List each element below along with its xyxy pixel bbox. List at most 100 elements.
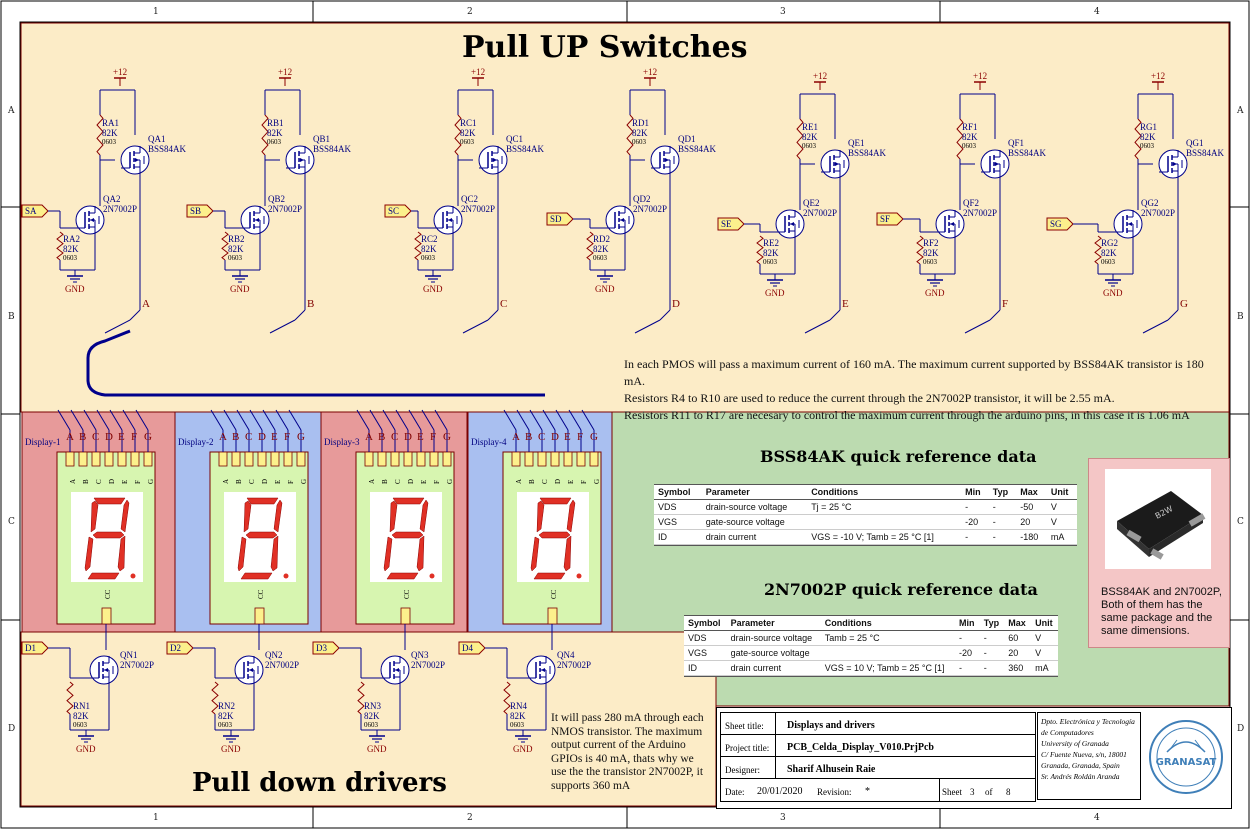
pd-res-ref-4: RN4 (510, 701, 528, 711)
port-sa[interactable] (21, 204, 49, 218)
display-4-net-b: B (525, 431, 532, 443)
pwr-label-f: +12 (973, 71, 987, 81)
display-1-net-f: F (131, 431, 137, 443)
pd-res-pkg-4: 0603 (510, 721, 525, 729)
port-d2-label: D2 (170, 643, 181, 653)
port-d1[interactable] (21, 641, 49, 655)
port-d3[interactable] (312, 641, 340, 655)
pd-nmos-part-1: 2N7002P (120, 660, 154, 670)
n2-cell-2-1: VGS (684, 645, 727, 661)
nmos-ref-f: QF2 (963, 198, 979, 208)
display-2-net-b: B (232, 431, 239, 443)
display-4-pinlabel-a: A (515, 479, 523, 484)
display-4-segment-e (530, 536, 540, 572)
display-2-segment-f (243, 500, 252, 533)
2n7002p-reference-table: Symbol Parameter Conditions Min Typ Max … (684, 615, 1058, 677)
n2-col-min: Min (955, 616, 980, 631)
display-1-dp (130, 573, 136, 579)
display-2-cc-pin (254, 607, 265, 625)
res-top-val-e: 82K (802, 132, 818, 142)
pullup-note-line-2: Resistors R4 to R10 are used to reduce t… (624, 391, 1115, 405)
port-sd[interactable] (546, 212, 574, 226)
bss84ak-reference-table: Symbol Parameter Conditions Min Typ Max … (654, 484, 1077, 546)
port-sf[interactable] (876, 212, 904, 226)
display-4-pin-d (550, 451, 560, 467)
pwr-label-g: +12 (1151, 71, 1165, 81)
display-4-name: Display-4 (471, 437, 507, 447)
pullup-f-gnd-label: GND (925, 288, 945, 298)
display-4-pin-f (576, 451, 586, 467)
pd-res-ref-3: RN3 (364, 701, 382, 711)
pmos-ref-d: QD1 (678, 134, 696, 144)
display-1-net-e: E (118, 431, 125, 443)
port-sc[interactable] (384, 204, 412, 218)
display-1-pin-g (143, 451, 153, 467)
zone-col-3-bottom: 3 (780, 813, 786, 823)
display-4-pin-e (563, 451, 573, 467)
display-1-segment-b (120, 499, 130, 533)
display-3-net-a: A (365, 431, 373, 443)
pullup-note: In each PMOS will pass a maximum current… (624, 356, 1224, 424)
n2-cell-3-7: mA (1031, 660, 1058, 676)
pulldown-1-gnd-label: GND (76, 744, 96, 754)
res-bot-a: RA2 (63, 234, 80, 244)
display-3-segment-c (416, 535, 425, 572)
designer-label: Designer: (725, 765, 760, 775)
pwr-label-a: +12 (113, 67, 127, 77)
bss-col-parameter: Parameter (701, 485, 808, 500)
port-d2[interactable] (166, 641, 194, 655)
display-2-pinlabel-f: F (287, 480, 295, 484)
org-line-3: University of Granada (1041, 739, 1109, 748)
port-sg[interactable] (1046, 217, 1074, 231)
port-sb[interactable] (186, 204, 214, 218)
zone-col-1-top: 1 (153, 7, 159, 17)
res-top-f: RF1 (962, 122, 978, 132)
display-4-pinlabel-f: F (580, 480, 588, 484)
display-4-net-g: G (590, 431, 598, 443)
res-bot-val-e: 82K (763, 248, 779, 258)
res-bot-val-a: 82K (63, 244, 79, 254)
res-top-d: RD1 (632, 118, 649, 128)
display-4-segment-g (538, 531, 571, 539)
pd-nmos-ref-1: QN1 (120, 650, 138, 660)
granasat-logo: GRANASAT (1147, 714, 1225, 800)
port-d3-label: D3 (316, 643, 327, 653)
res-top-c: RC1 (460, 118, 477, 128)
display-2-segment-g (245, 531, 278, 539)
display-1-pin-c (91, 451, 101, 467)
zone-col-4-top: 4 (1094, 7, 1100, 17)
display-2-net-f: F (284, 431, 290, 443)
display-2-pin-d (257, 451, 267, 467)
title-block: Sheet title: Displays and drivers Projec… (716, 707, 1232, 809)
port-d4[interactable] (458, 641, 486, 655)
pd-res-pkg-2: 0603 (218, 721, 233, 729)
display-3-pinlabel-b: B (381, 479, 389, 484)
pmos-ref-b: QB1 (313, 134, 330, 144)
package-photo-panel: B2W BSS84AK and 2N7002P, Both of them ha… (1088, 458, 1230, 648)
port-se[interactable] (717, 217, 745, 231)
designer-value: Sharif Alhusein Raie (787, 764, 876, 775)
display-2-pinlabel-c: C (248, 479, 256, 484)
display-3-pin-d (403, 451, 413, 467)
nmos-part-a: 2N7002P (103, 204, 137, 214)
port-se-label: SE (721, 219, 732, 229)
pd-res-ref-1: RN1 (73, 701, 90, 711)
res-top-val-c: 82K (460, 128, 476, 138)
display-3-pin-b (377, 451, 387, 467)
display-1-pinlabel-g: G (147, 479, 155, 484)
display-4-pin-g (589, 451, 599, 467)
display-4-pin-a (511, 451, 521, 467)
zone-col-3-top: 3 (780, 7, 786, 17)
nmos-ref-b: QB2 (268, 194, 285, 204)
display-2-pin-g (296, 451, 306, 467)
res-top-val-a: 82K (102, 128, 118, 138)
pd-res-val-3: 82K (364, 711, 380, 721)
pd-res-pkg-1: 0603 (73, 721, 88, 729)
